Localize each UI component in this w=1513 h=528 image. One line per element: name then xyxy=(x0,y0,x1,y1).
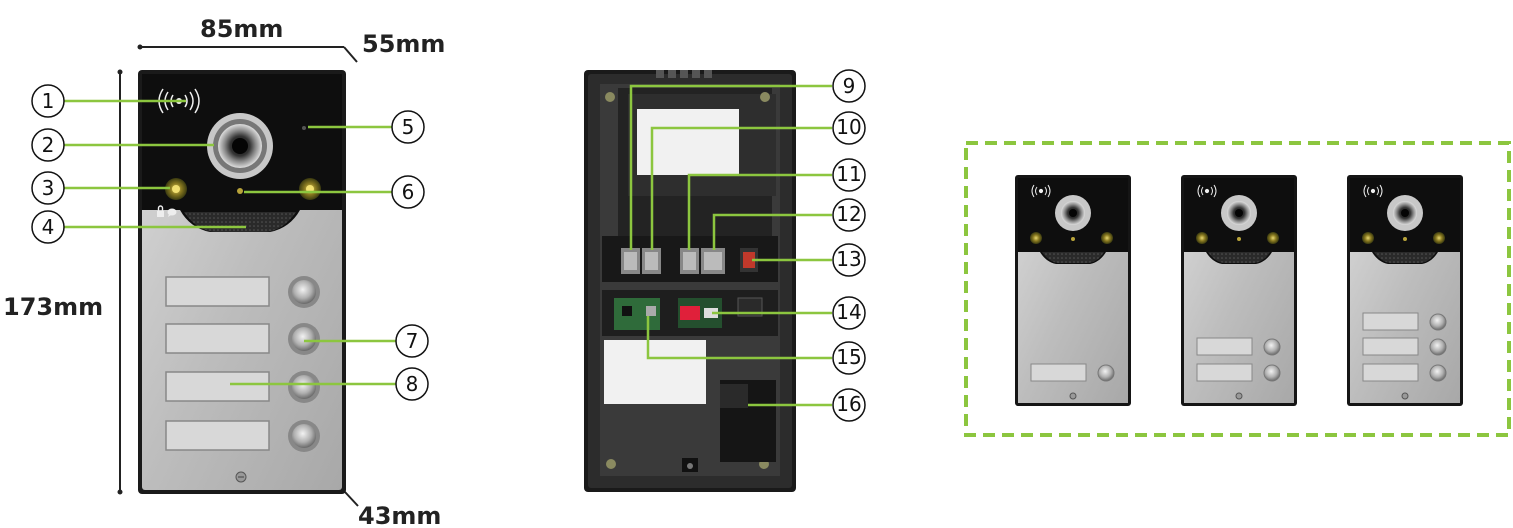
callout-9: 9 xyxy=(832,69,866,103)
svg-text:9: 9 xyxy=(843,74,856,98)
status-led xyxy=(237,188,243,194)
callout-6: 6 xyxy=(391,175,425,209)
terminal-block-11 xyxy=(680,248,699,274)
callout-7: 7 xyxy=(395,324,429,358)
svg-text:8: 8 xyxy=(406,372,419,396)
svg-text:15: 15 xyxy=(836,345,861,369)
callout-numbers: 1 2 3 4 5 6 7 8 9 10 11 12 13 14 15 16 xyxy=(31,69,866,422)
label-sticker-bottom xyxy=(604,340,706,404)
chat-icon xyxy=(167,208,177,217)
callout-4: 4 xyxy=(31,210,65,244)
name-plate-4 xyxy=(165,420,270,451)
svg-text:1: 1 xyxy=(42,89,55,113)
variant-2-buttons xyxy=(1181,175,1297,406)
bottom-depth-dimension-label: 43mm xyxy=(358,502,441,528)
name-plate-3 xyxy=(165,371,270,402)
callout-10: 10 xyxy=(832,111,866,145)
front-panel xyxy=(138,70,346,494)
variant-3-buttons xyxy=(1347,175,1463,406)
terminal-block-12 xyxy=(701,248,725,274)
call-button-2 xyxy=(288,323,320,355)
variants-box xyxy=(964,141,1511,437)
terminal-block-9 xyxy=(621,248,640,274)
dimension-lines: 85mm 55mm 173mm 43mm xyxy=(3,15,445,528)
svg-text:6: 6 xyxy=(402,180,415,204)
call-button-4 xyxy=(288,420,320,452)
screw-icon xyxy=(235,471,247,483)
dip-switch xyxy=(680,306,700,320)
depth-dimension-label: 55mm xyxy=(362,30,445,58)
callout-1: 1 xyxy=(31,84,65,118)
svg-text:4: 4 xyxy=(42,215,55,239)
name-plate-2 xyxy=(165,323,270,354)
callout-11: 11 xyxy=(832,158,866,192)
rear-panel xyxy=(584,70,796,492)
callout-3: 3 xyxy=(31,171,65,205)
width-dimension-label: 85mm xyxy=(200,15,283,43)
svg-text:5: 5 xyxy=(402,115,415,139)
light-sensor xyxy=(302,126,306,130)
height-dimension-label: 173mm xyxy=(3,293,103,321)
terminal-block-10 xyxy=(642,248,661,274)
callout-lines xyxy=(64,84,832,407)
svg-text:16: 16 xyxy=(836,392,861,416)
rfid-wave-icon xyxy=(158,88,200,114)
svg-text:11: 11 xyxy=(836,162,861,186)
svg-text:2: 2 xyxy=(42,133,55,157)
terminal-block-13 xyxy=(740,248,758,272)
svg-text:3: 3 xyxy=(42,176,55,200)
svg-text:7: 7 xyxy=(406,329,419,353)
callout-14: 14 xyxy=(832,296,866,330)
svg-text:10: 10 xyxy=(836,115,861,139)
callout-8: 8 xyxy=(395,367,429,401)
callout-13: 13 xyxy=(832,243,866,277)
name-plate-1 xyxy=(165,276,270,307)
svg-text:13: 13 xyxy=(836,247,861,271)
ir-led-left xyxy=(165,178,187,200)
variant-1-button xyxy=(1015,175,1131,406)
svg-text:12: 12 xyxy=(836,202,861,226)
lock-icon xyxy=(157,205,164,217)
callout-12: 12 xyxy=(832,198,866,232)
svg-text:14: 14 xyxy=(836,300,861,324)
callout-5: 5 xyxy=(391,110,425,144)
call-button-3 xyxy=(288,371,320,403)
ir-led-right xyxy=(299,178,321,200)
callout-16: 16 xyxy=(832,388,866,422)
call-button-1 xyxy=(288,276,320,308)
camera-lens xyxy=(207,113,273,179)
callout-15: 15 xyxy=(832,341,866,375)
callout-2: 2 xyxy=(31,128,65,162)
label-sticker-top xyxy=(637,109,739,175)
